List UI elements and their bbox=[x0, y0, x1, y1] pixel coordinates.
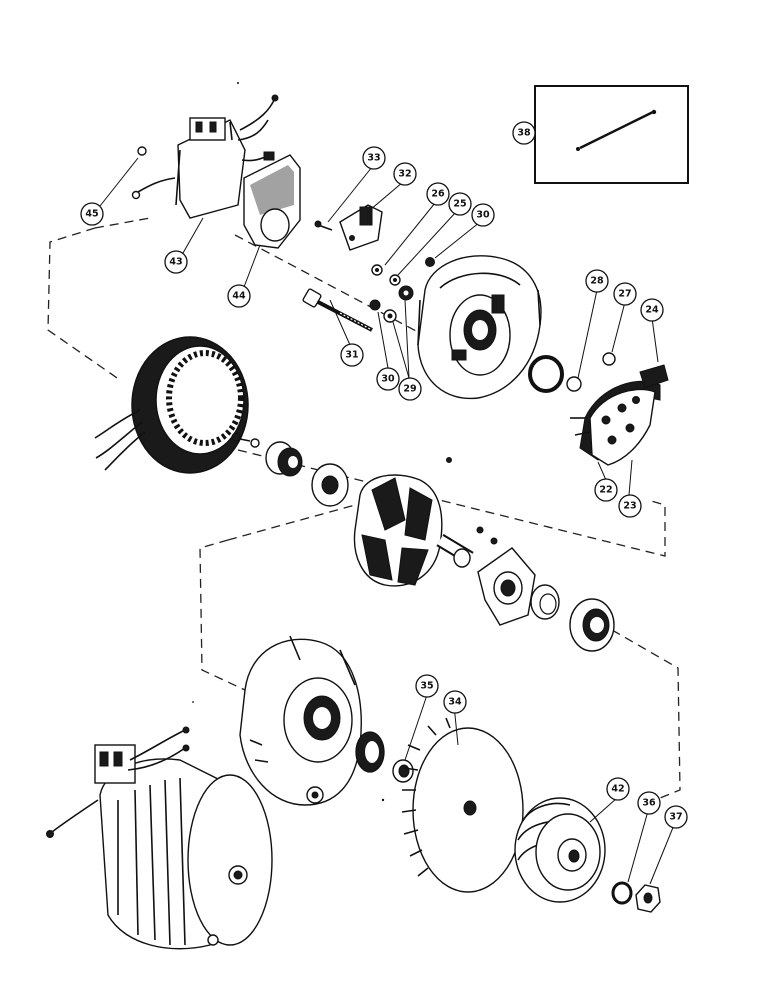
fan-34 bbox=[401, 717, 524, 893]
seal bbox=[355, 731, 385, 773]
callout-35: 35 bbox=[415, 674, 439, 698]
through-bolt-31 bbox=[302, 288, 373, 332]
brush-holder-32 bbox=[339, 204, 383, 251]
spacer-35 bbox=[392, 759, 414, 783]
o-ring bbox=[528, 355, 564, 393]
callout-36-label: 36 bbox=[642, 798, 656, 809]
callout-30-top: 30 bbox=[471, 203, 495, 227]
callout-31: 31 bbox=[340, 343, 364, 367]
callout-37-label: 37 bbox=[669, 812, 682, 823]
callout-35-label: 35 bbox=[420, 681, 433, 692]
callout-23-label: 23 bbox=[623, 501, 636, 512]
leader-lines bbox=[99, 132, 675, 885]
callout-34-label: 34 bbox=[448, 697, 462, 708]
callout-42: 42 bbox=[606, 777, 630, 801]
callout-38-label: 38 bbox=[517, 128, 531, 139]
stator bbox=[94, 336, 249, 474]
pulley-42 bbox=[514, 797, 606, 903]
callout-25: 25 bbox=[448, 192, 472, 216]
callout-28: 28 bbox=[585, 269, 609, 293]
bearing-retainer bbox=[476, 526, 615, 652]
dashed-boundary-lower bbox=[199, 504, 681, 801]
rectifier-assembly bbox=[570, 364, 669, 466]
callout-32: 32 bbox=[393, 162, 417, 186]
callout-37: 37 bbox=[664, 805, 688, 829]
sleeve-28 bbox=[566, 376, 582, 392]
regulator-43 bbox=[137, 94, 279, 219]
callout-45-label: 45 bbox=[85, 209, 98, 220]
screw-33 bbox=[314, 220, 333, 231]
callout-26-label: 26 bbox=[431, 189, 445, 200]
sleeve-27 bbox=[602, 352, 616, 366]
nut-37 bbox=[635, 884, 661, 913]
drive-end-housing bbox=[239, 635, 362, 806]
callout-43: 43 bbox=[164, 250, 188, 274]
callout-30-top-label: 30 bbox=[476, 210, 490, 221]
callout-38: 38 bbox=[512, 121, 536, 145]
print-specks bbox=[192, 82, 385, 802]
inset-box-38 bbox=[534, 85, 689, 184]
callout-22: 22 bbox=[594, 478, 618, 502]
gasket-44 bbox=[243, 154, 301, 249]
callout-24-label: 24 bbox=[645, 305, 659, 316]
callout-43-label: 43 bbox=[169, 257, 182, 268]
callout-28-label: 28 bbox=[590, 276, 604, 287]
callout-42-label: 42 bbox=[611, 784, 624, 795]
callout-29-label: 29 bbox=[403, 384, 416, 395]
callout-23: 23 bbox=[618, 494, 642, 518]
callout-27-label: 27 bbox=[618, 289, 631, 300]
shaft-hardware bbox=[231, 432, 452, 507]
callout-22-label: 22 bbox=[599, 485, 612, 496]
callout-26: 26 bbox=[426, 182, 450, 206]
callout-45: 45 bbox=[80, 202, 104, 226]
callout-31-label: 31 bbox=[345, 350, 358, 361]
callout-25-label: 25 bbox=[453, 199, 466, 210]
callout-30-bottom: 30 bbox=[376, 367, 400, 391]
callout-34: 34 bbox=[443, 690, 467, 714]
callout-27: 27 bbox=[613, 282, 637, 306]
callout-44: 44 bbox=[227, 284, 251, 308]
callout-33: 33 bbox=[362, 146, 386, 170]
callout-33-label: 33 bbox=[367, 153, 380, 164]
callout-44-label: 44 bbox=[232, 291, 246, 302]
callout-24: 24 bbox=[640, 298, 664, 322]
washer-36 bbox=[611, 881, 633, 905]
callout-30-bottom-label: 30 bbox=[381, 374, 395, 385]
screw-45 bbox=[131, 146, 147, 200]
callout-29: 29 bbox=[398, 377, 422, 401]
callout-32-label: 32 bbox=[398, 169, 411, 180]
assembled-alternator bbox=[46, 726, 273, 950]
washers-nuts-group bbox=[369, 257, 435, 323]
slip-ring-end-housing bbox=[417, 255, 542, 400]
rotor bbox=[353, 474, 474, 587]
callout-36: 36 bbox=[637, 791, 661, 815]
